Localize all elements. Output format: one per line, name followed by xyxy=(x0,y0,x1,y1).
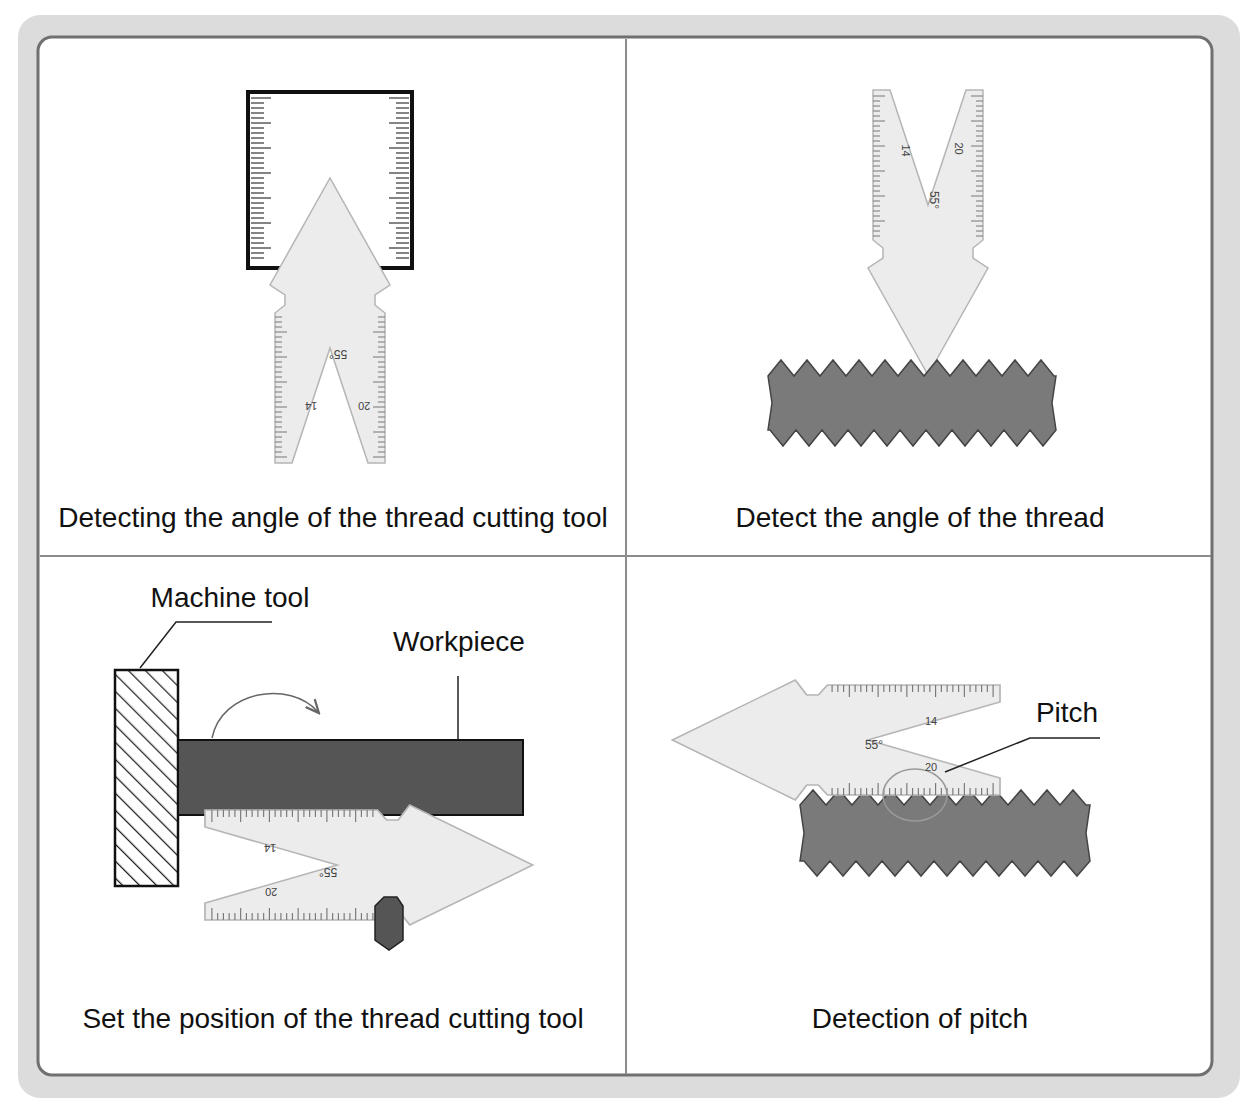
gauge-mark: 14 xyxy=(264,842,276,853)
gauge-mark: 55° xyxy=(329,348,347,360)
panel-caption: Set the position of the thread cutting t… xyxy=(48,1003,618,1035)
thread-gauge xyxy=(205,805,533,925)
leader-line xyxy=(457,676,459,740)
outer-frame xyxy=(18,15,1240,1098)
part-name: Workpiece xyxy=(393,628,525,656)
cutting-tool xyxy=(375,897,403,950)
gauge-mark: 20 xyxy=(358,400,370,411)
gauge-mark: 20 xyxy=(925,762,937,773)
leader-line xyxy=(140,622,272,668)
thread-gauge xyxy=(270,178,390,463)
part-name: Pitch xyxy=(1036,699,1098,727)
gauge-mark: 55° xyxy=(865,739,883,751)
machine-tool xyxy=(115,670,178,886)
workpiece xyxy=(178,740,523,815)
panel: Set the position of the thread cutting t… xyxy=(40,555,626,1074)
pitch-circle xyxy=(883,769,947,821)
gauge-mark: 55° xyxy=(928,191,940,209)
gauge-mark: 14 xyxy=(305,400,317,411)
gauge-mark: 14 xyxy=(900,144,911,156)
leader-line xyxy=(945,738,1100,772)
gauge-mark: 20 xyxy=(953,142,964,154)
threaded-rod xyxy=(768,360,1056,446)
panel-caption: Detecting the angle of the thread cuttin… xyxy=(48,502,618,534)
panel: Detect the angle of the thread xyxy=(625,39,1211,556)
gauge-mark: 20 xyxy=(265,886,277,897)
gauge-mark: 14 xyxy=(925,716,937,727)
inner-frame xyxy=(38,37,1212,1075)
panel-caption: Detection of pitch xyxy=(635,1003,1205,1035)
panel: Detecting the angle of the thread cuttin… xyxy=(40,39,626,556)
part-name: Machine tool xyxy=(151,584,310,612)
panel: Detection of pitch xyxy=(625,555,1211,1074)
panel-caption: Detect the angle of the thread xyxy=(635,502,1205,534)
thread-gauge xyxy=(868,90,988,375)
gauge-mark: 55° xyxy=(319,866,337,878)
thread-gauge xyxy=(672,680,1000,800)
rotation-arrow xyxy=(212,693,318,738)
